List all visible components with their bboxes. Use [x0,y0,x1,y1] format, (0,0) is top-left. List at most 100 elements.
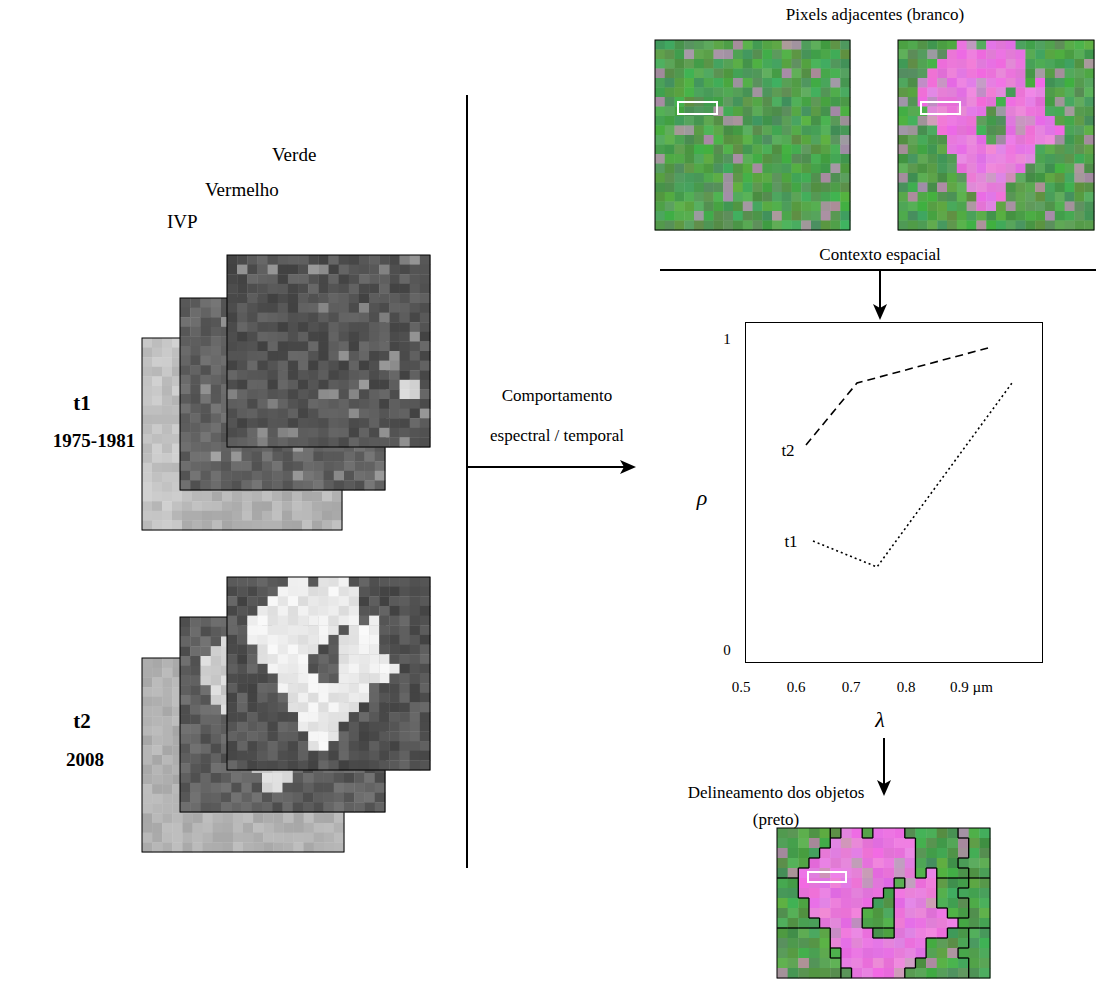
pixel [152,424,162,434]
pixel [272,480,283,490]
pixel [180,695,191,705]
pixel [420,255,431,265]
pixel [152,367,162,377]
pixel [332,511,342,521]
pixel [221,783,232,793]
pixel [359,380,370,390]
pixel [308,265,319,275]
pixel [359,361,370,371]
pixel [298,293,309,303]
pixel [344,471,355,481]
pixel [253,842,264,852]
pixel [221,802,232,812]
pixel [354,452,365,462]
pixel [313,793,324,803]
pixel [339,351,350,361]
pixel [201,793,212,803]
pixel [172,833,183,843]
pixel [142,367,152,377]
pixel [288,351,299,361]
pixel [190,637,201,647]
pixel [152,813,163,823]
pixel [334,773,345,783]
pixel [152,511,162,521]
pixel [400,322,411,332]
pixel [278,265,289,275]
pixel [257,351,268,361]
pixel [369,380,380,390]
pixel [420,351,431,361]
pixel [211,375,222,385]
pixel [190,715,201,725]
pixel [211,715,222,725]
pixel [152,348,162,358]
pixel [182,813,193,823]
pixel [227,428,238,438]
pixel [162,668,173,678]
pixel [152,405,162,415]
pixel [152,794,163,804]
pixel [369,322,380,332]
pixel [263,823,274,833]
pixel [213,823,224,833]
pixel [190,356,201,366]
pixel [354,471,365,481]
pixel [227,351,238,361]
pixel [272,461,283,471]
pixel [162,472,172,482]
pixel [180,298,191,308]
pixel [318,255,329,265]
pixel [162,842,173,852]
pixel [142,755,153,765]
pixel [420,399,431,409]
pixel [223,833,234,843]
pixel [152,726,163,736]
pixel [180,461,191,471]
pixel [190,471,201,481]
pixel [318,389,329,399]
pixel [152,842,163,852]
pixel [201,423,212,433]
pixel [190,413,201,423]
pixel [400,361,411,371]
pixel [142,463,152,473]
pixel [379,293,390,303]
pixel [180,452,191,462]
pixel [379,313,390,323]
pixel [334,823,345,833]
pixel [334,480,345,490]
pixel [247,389,258,399]
pixel [389,418,400,428]
pixel [152,697,163,707]
pixel [304,833,315,843]
pixel [344,783,355,793]
pixel [278,274,289,284]
pixel [349,313,360,323]
pixel [180,308,191,318]
pixel [201,705,212,715]
pixel [324,842,335,852]
pixel [400,265,411,275]
pixel [298,284,309,294]
pixel [298,274,309,284]
pixel [389,428,400,438]
pixel [190,685,201,695]
pixel [375,480,386,490]
pixel [349,255,360,265]
pixel [262,773,273,783]
pixel [314,823,325,833]
pixel [242,793,253,803]
pixel [359,389,370,399]
pixel [288,361,299,371]
pixel [227,409,238,419]
pixel [268,409,279,419]
pixel [237,322,248,332]
pixel [278,313,289,323]
pixel [278,418,289,428]
pixel [359,322,370,332]
image-frame [142,658,344,852]
pixel [308,322,319,332]
pixel [190,793,201,803]
pixel [308,380,319,390]
pixel [329,380,340,390]
